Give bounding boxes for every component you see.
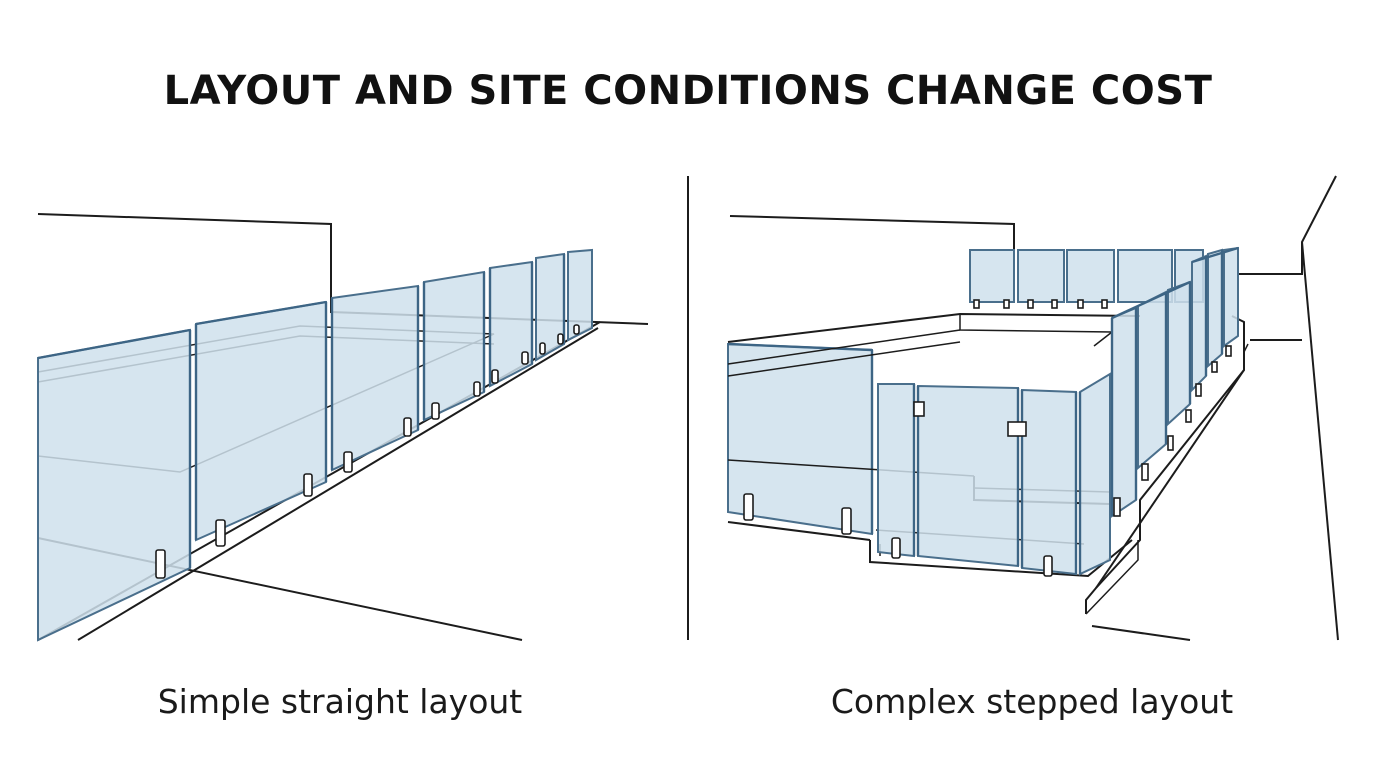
spigot-clamp: [841, 507, 852, 535]
right-glass-panel: [1021, 388, 1077, 576]
spigot-clamp: [539, 342, 546, 355]
spigot-clamp: [473, 381, 481, 397]
diagram-title: LAYOUT AND SITE CONDITIONS CHANGE COST: [163, 68, 1213, 114]
spigot-clamp: [403, 417, 412, 437]
spigot-clamp: [891, 537, 901, 559]
spigot-clamp: [521, 351, 529, 365]
left-glass-panel: [423, 270, 485, 422]
right-glass-panel: [877, 383, 915, 558]
spigot-clamp: [303, 473, 313, 497]
spigot-clamp: [343, 451, 353, 473]
right-panel-illustration: [727, 175, 1339, 641]
left-glass-panel: [489, 260, 533, 388]
right-back-wall: [729, 215, 1015, 250]
right-glass-panel: [1223, 246, 1239, 348]
right-deck-outline: [727, 312, 1141, 343]
left-glass-panel: [331, 284, 419, 472]
caption-complex-layout: Complex stepped layout: [830, 682, 1234, 721]
left-panel-illustration: [37, 213, 649, 642]
right-left-glass-fence: [727, 329, 975, 536]
spigot-clamp: [491, 369, 499, 384]
left-spigot-clamps: [155, 324, 580, 579]
right-glass-panel: [1207, 248, 1223, 369]
right-front-glass-gate: [877, 372, 1111, 577]
right-glass-panel: [1137, 290, 1167, 471]
gate-glass-panel: [917, 384, 1019, 568]
spigot-clamp: [573, 324, 580, 335]
left-glass-panel: [195, 300, 327, 542]
right-glass-panel: [1111, 306, 1137, 518]
right-raised-edge: [1085, 315, 1245, 614]
right-glass-panel: [1079, 372, 1111, 576]
gate-hinge: [913, 401, 925, 417]
left-glass-panel: [567, 248, 593, 342]
right-glass-panel: [1017, 249, 1065, 303]
spigot-clamp: [431, 402, 440, 420]
spigot-clamp: [155, 549, 166, 579]
right-glass-panel: [1167, 280, 1191, 427]
right-side-wall: [1238, 175, 1337, 275]
spigot-clamp: [557, 333, 564, 345]
left-glass-panel: [37, 328, 191, 642]
right-side-glass-fence: [1110, 246, 1239, 518]
spigot-clamp: [1043, 555, 1053, 577]
spigot-clamp: [743, 493, 754, 521]
right-glass-panel: [1066, 249, 1115, 303]
spigot-clamp: [215, 519, 226, 547]
right-glass-panel: [1191, 254, 1207, 393]
caption-simple-layout: Simple straight layout: [157, 682, 523, 721]
gate-latch: [1007, 421, 1027, 437]
right-glass-panel: [969, 249, 1015, 303]
left-glass-fence: [37, 248, 593, 642]
